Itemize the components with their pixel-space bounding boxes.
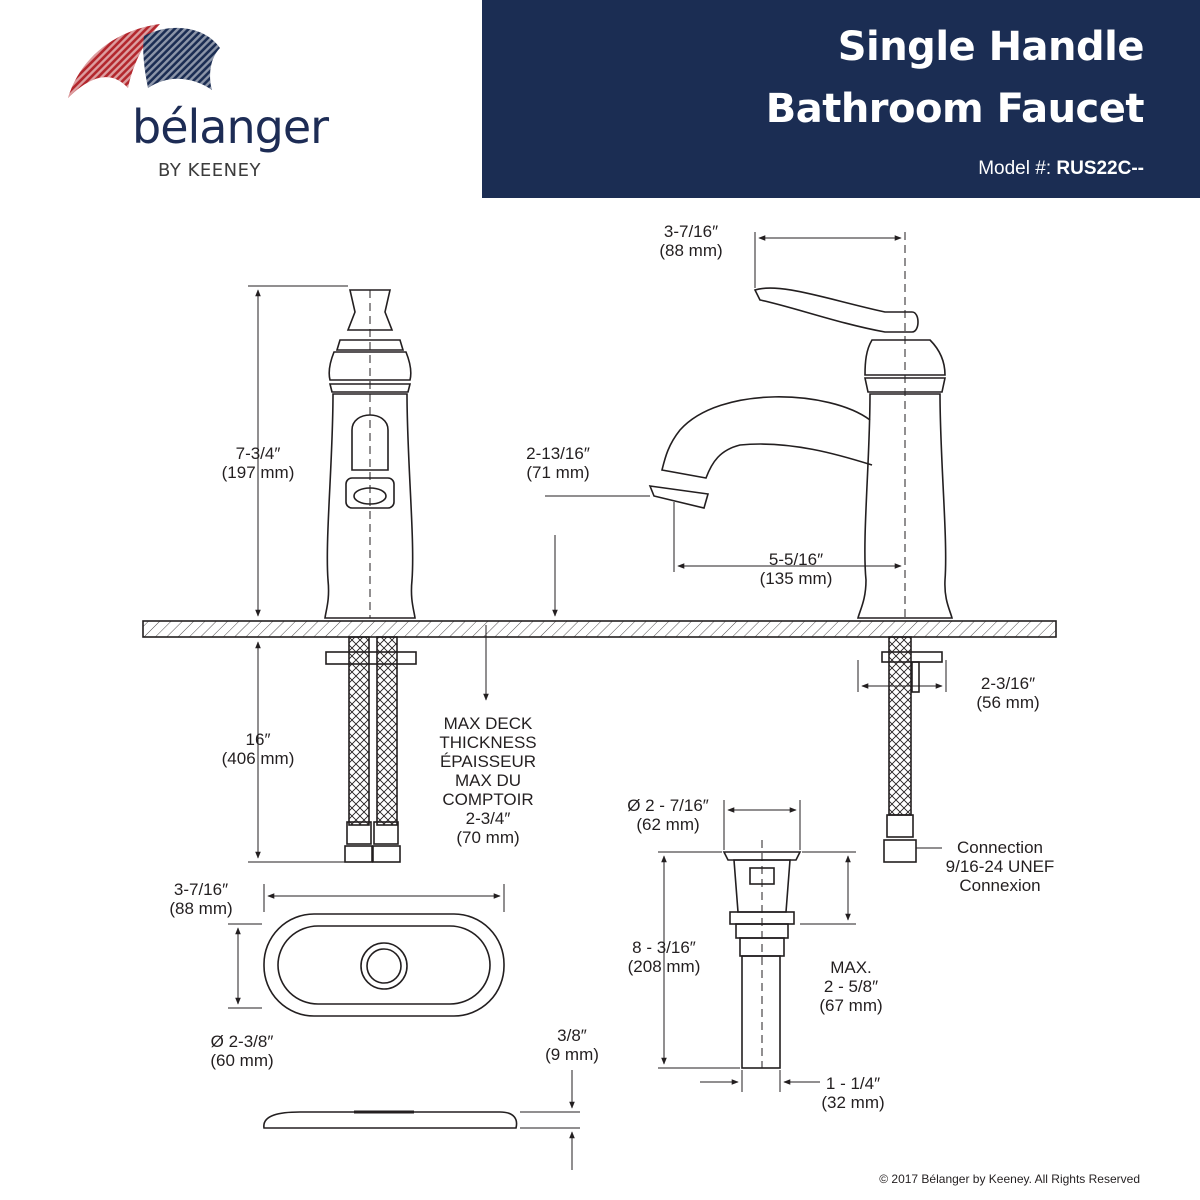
- handle-reach-metric: (88 mm): [659, 241, 723, 260]
- spout-height-label: 2-13/16″ (71 mm): [512, 444, 604, 482]
- model-value: RUS22C--: [1056, 158, 1144, 179]
- base-width-imperial: 2-3/16″: [980, 674, 1036, 693]
- drain-max-label: MAX. 2 - 5/8″ (67 mm): [806, 958, 896, 1015]
- drain-diameter-label: Ø 2 - 7/16″ (62 mm): [612, 796, 724, 834]
- supply-length-metric: (406 mm): [221, 749, 295, 768]
- drain-max-line: 2 - 5/8″: [823, 977, 879, 996]
- brand-name: bélanger: [132, 100, 329, 154]
- drain-diameter-imperial: Ø 2 - 7/16″: [627, 796, 709, 815]
- spout-reach-label: 5-5/16″ (135 mm): [748, 550, 844, 588]
- drain-height-label: 8 - 3/16″ (208 mm): [612, 938, 716, 976]
- base-width-metric: (56 mm): [976, 693, 1040, 712]
- connection-line: Connection: [956, 838, 1043, 857]
- deck-note-line: MAX DECK: [443, 714, 533, 733]
- deck-thickness-note: MAX DECK THICKNESS ÉPAISSEUR MAX DU COMP…: [434, 714, 542, 847]
- countertop: [142, 620, 1057, 638]
- faucet-height-label: 7-3/4″ (197 mm): [212, 444, 304, 482]
- copyright-notice: © 2017 Bélanger by Keeney. All Rights Re…: [879, 1172, 1140, 1186]
- deck-note-line: 2-3/4″: [465, 809, 511, 828]
- plate-thickness-label: 3/8″ (9 mm): [532, 1026, 612, 1064]
- belanger-logo-icon: [68, 24, 220, 98]
- dimension-lines: [228, 232, 947, 1170]
- drain-pipe-metric: (32 mm): [821, 1093, 885, 1112]
- deck-note-line: COMPTOIR: [442, 790, 534, 809]
- supply-lines-front: [325, 636, 417, 863]
- title-line-1: Single Handle: [837, 24, 1145, 70]
- faucet-height-metric: (197 mm): [221, 463, 295, 482]
- base-width-label: 2-3/16″ (56 mm): [964, 674, 1052, 712]
- spout-height-metric: (71 mm): [526, 463, 590, 482]
- faucet-height-imperial: 7-3/4″: [235, 444, 281, 463]
- supply-length-label: 16″ (406 mm): [212, 730, 304, 768]
- drain-diameter-metric: (62 mm): [636, 815, 700, 834]
- deck-plate-side-view: [263, 1110, 518, 1129]
- faucet-side-view: [648, 232, 954, 619]
- model-number: Model #: RUS22C--: [978, 158, 1144, 180]
- drain-pipe-imperial: 1 - 1/4″: [825, 1074, 881, 1093]
- drain-pipe-label: 1 - 1/4″ (32 mm): [808, 1074, 898, 1112]
- deck-note-line: THICKNESS: [439, 733, 537, 752]
- supply-line-side: [881, 636, 943, 863]
- deck-plate-top-view: [263, 913, 505, 1017]
- drain-max-line: (67 mm): [819, 996, 883, 1015]
- deck-note-line: MAX DU: [454, 771, 522, 790]
- connection-label: Connection 9/16-24 UNEF Connexion: [940, 838, 1060, 895]
- handle-reach-imperial: 3-7/16″: [663, 222, 719, 241]
- drain-height-metric: (208 mm): [627, 957, 701, 976]
- drain-max-line: MAX.: [830, 958, 872, 977]
- faucet-front-view: [324, 289, 416, 619]
- deck-note-line: ÉPAISSEUR: [439, 752, 537, 771]
- supply-length-imperial: 16″: [245, 730, 271, 749]
- drain-height-imperial: 8 - 3/16″: [632, 938, 696, 957]
- spout-height-imperial: 2-13/16″: [526, 444, 590, 463]
- plate-length-label: 3-7/16″ (88 mm): [158, 880, 244, 918]
- plate-diameter-imperial: Ø 2-3/8″: [210, 1032, 274, 1051]
- spout-reach-metric: (135 mm): [759, 569, 833, 588]
- plate-thickness-imperial: 3/8″: [557, 1026, 587, 1045]
- title-banner: Single Handle Bathroom Faucet Model #: R…: [482, 0, 1200, 198]
- plate-diameter-label: Ø 2-3/8″ (60 mm): [196, 1032, 288, 1070]
- handle-reach-label: 3-7/16″ (88 mm): [648, 222, 734, 260]
- brand-subtitle: BY KEENEY: [158, 160, 261, 181]
- model-label: Model #:: [978, 158, 1052, 179]
- title-line-2: Bathroom Faucet: [765, 86, 1145, 132]
- connection-line: Connexion: [959, 876, 1041, 895]
- plate-length-imperial: 3-7/16″: [173, 880, 229, 899]
- plate-thickness-metric: (9 mm): [545, 1045, 599, 1064]
- deck-note-line: (70 mm): [456, 828, 520, 847]
- plate-diameter-metric: (60 mm): [210, 1051, 274, 1070]
- spout-reach-imperial: 5-5/16″: [768, 550, 824, 569]
- pop-up-drain: [722, 840, 802, 1069]
- connection-line: 9/16-24 UNEF: [945, 857, 1055, 876]
- plate-length-metric: (88 mm): [169, 899, 233, 918]
